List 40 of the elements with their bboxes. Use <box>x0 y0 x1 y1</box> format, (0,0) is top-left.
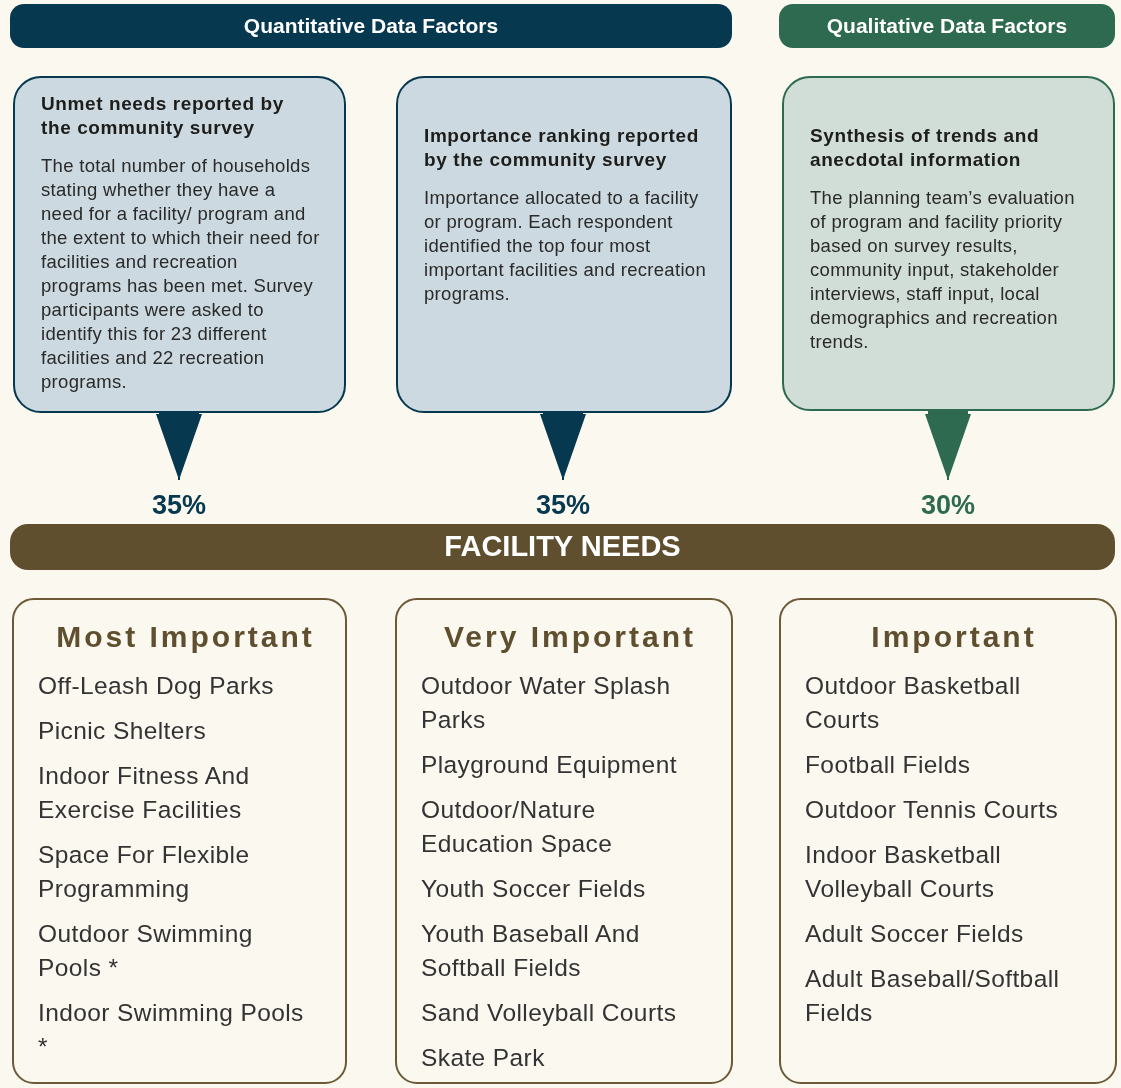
factor-card <box>782 76 1115 411</box>
facility-item: Adult Soccer Fields <box>805 919 1025 949</box>
factor-card <box>13 76 346 413</box>
facility-item: Indoor Fitness And Exercise Facilities <box>38 761 251 825</box>
factor-card <box>396 76 732 413</box>
facility-item: Youth Soccer Fields <box>421 874 647 904</box>
priority-heading: Very Important <box>442 619 698 655</box>
card-description: Importance allocated to a facility or program. Each respondent identified the top four most important facilities and recreation programs. <box>424 186 707 306</box>
card-heading: Unmet needs reported by the community survey <box>41 92 285 140</box>
facility-item: Picnic Shelters <box>38 716 208 746</box>
facility-item: Adult Baseball/Softball Fields <box>805 964 1061 1028</box>
result-bar: FACILITY NEEDS <box>10 524 1115 570</box>
facility-item: Outdoor Basketball Courts <box>805 671 1022 735</box>
priority-card <box>12 598 347 1084</box>
priority-card <box>779 598 1117 1084</box>
facility-item: Outdoor/Nature Education Space <box>421 795 614 859</box>
facility-item: Sand Volleyball Courts <box>421 998 678 1028</box>
facility-item: Youth Baseball And Softball Fields <box>421 919 641 983</box>
facility-item: Football Fields <box>805 750 972 780</box>
facility-item: Outdoor Swimming Pools * <box>38 919 254 983</box>
percentage-label: 35% <box>140 490 218 520</box>
facility-item: Skate Park <box>421 1043 546 1073</box>
priority-heading: Most Important <box>55 619 316 655</box>
facility-item: Indoor Basketball Volleyball Courts <box>805 840 1003 904</box>
percentage-label: 30% <box>909 490 987 520</box>
facility-item: Indoor Swimming Pools * <box>38 998 305 1062</box>
card-description: The planning team’s evaluation of program and facility priority based on survey results, community input, stakeholder interviews, staff input, local demographics and recreation trends. <box>810 186 1076 354</box>
category-banner: Quantitative Data Factors <box>10 4 732 48</box>
facility-item: Playground Equipment <box>421 750 678 780</box>
facility-item: Outdoor Tennis Courts <box>805 795 1060 825</box>
card-description: The total number of households stating whether they have a need for a facility/ program and the extent to which their need for facilities and recreation programs has been met. Survey participants were asked to identify this for 23 different facilities and 22 recreation programs. <box>41 154 321 394</box>
facility-item: Outdoor Water Splash Parks <box>421 671 672 735</box>
priority-card <box>395 598 733 1084</box>
card-heading: Synthesis of trends and anecdotal information <box>810 124 1041 172</box>
category-banner: Qualitative Data Factors <box>779 4 1115 48</box>
facility-item: Off-Leash Dog Parks <box>38 671 275 701</box>
facility-item: Space For Flexible Programming <box>38 840 251 904</box>
priority-heading: Important <box>870 619 1038 655</box>
card-heading: Importance ranking reported by the community survey <box>424 124 700 172</box>
percentage-label: 35% <box>524 490 602 520</box>
